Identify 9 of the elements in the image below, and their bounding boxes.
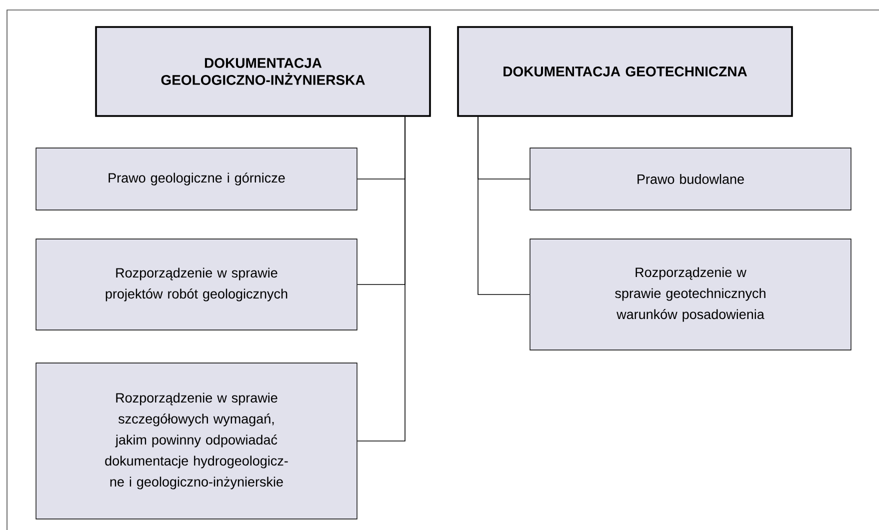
regulation-box: Rozporządzenie w sprawie geotechnicznych warunków posadowienia [530, 238, 852, 350]
regulation-box: Prawo budowlane [530, 148, 852, 210]
connector-line [478, 116, 530, 295]
connector-line [356, 116, 406, 442]
regulation-box: Rozporządzenie w sprawie szczegółowych wymagań, jakim powinny odpowiadać dokumentacje hydrogeologicz- ne i geologiczno-inżynierskie [36, 362, 358, 520]
heading-box: DOKUMENTACJA GEOTECHNICZNA [457, 26, 793, 117]
heading-box: DOKUMENTACJA GEOLOGICZNO-INŻYNIERSKA [95, 26, 431, 117]
regulation-box: Prawo geologiczne i górnicze [36, 148, 358, 210]
regulation-box: Rozporządzenie w sprawie projektów robót geologicznych [36, 238, 358, 330]
